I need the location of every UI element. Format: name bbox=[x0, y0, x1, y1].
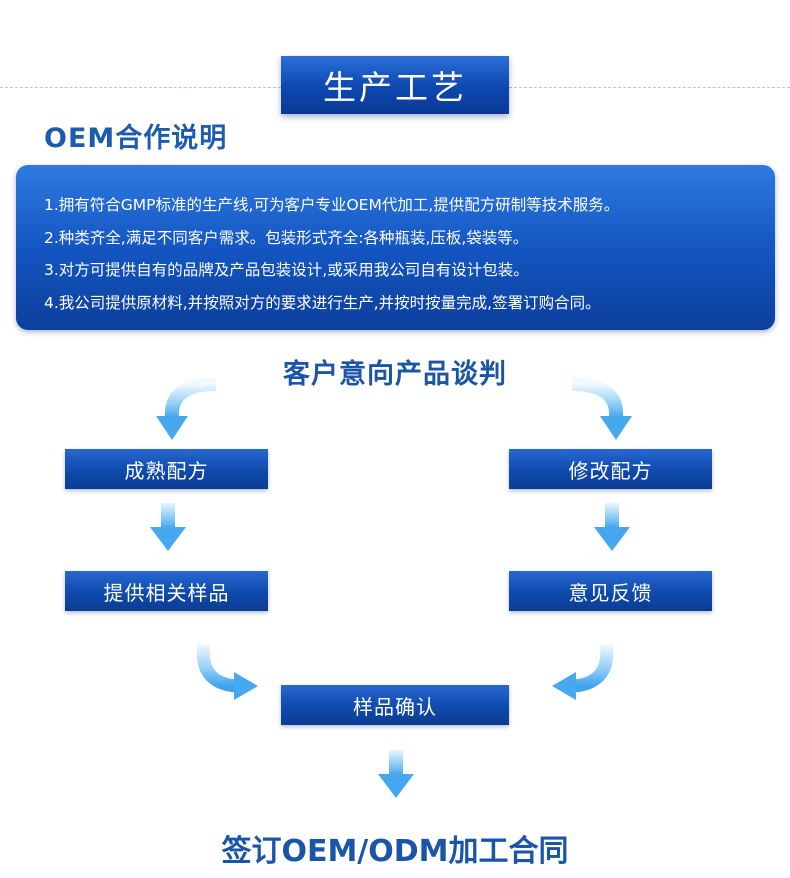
step-provide-samples: 提供相关样品 bbox=[65, 571, 268, 611]
header-rule-right bbox=[509, 87, 790, 88]
flow-start: 客户意向产品谈判 bbox=[283, 359, 507, 390]
curved-arrow-down-right-icon bbox=[571, 377, 632, 440]
arrow-down-icon bbox=[150, 503, 186, 551]
oem-heading: OEM合作说明 bbox=[44, 123, 228, 154]
flow-end: 签订OEM/ODM加工合同 bbox=[221, 834, 569, 869]
step-feedback: 意见反馈 bbox=[509, 571, 712, 611]
oem-info-panel: 1.拥有符合GMP标准的生产线,可为客户专业OEM代加工,提供配方研制等技术服务… bbox=[16, 165, 775, 330]
step-sample-confirm: 样品确认 bbox=[281, 685, 509, 725]
oem-line-4: 4.我公司提供原材料,并按照对方的要求进行生产,并按时按量完成,签署订购合同。 bbox=[44, 293, 601, 312]
step-modify-formula: 修改配方 bbox=[509, 449, 712, 489]
curved-arrow-left-icon bbox=[552, 643, 614, 700]
oem-line-3: 3.对方可提供自有的品牌及产品包装设计,或采用我公司自有设计包装。 bbox=[44, 261, 529, 279]
page-title: 生产工艺 bbox=[281, 56, 509, 114]
curved-arrow-right-icon bbox=[196, 643, 258, 700]
arrow-down-icon bbox=[378, 750, 414, 798]
step-mature-formula: 成熟配方 bbox=[65, 449, 268, 489]
header-rule-left bbox=[0, 87, 281, 88]
arrow-down-icon bbox=[594, 503, 630, 551]
oem-line-2: 2.种类齐全,满足不同客户需求。包装形式齐全:各种瓶装,压板,袋装等。 bbox=[44, 228, 529, 247]
oem-line-1: 1.拥有符合GMP标准的生产线,可为客户专业OEM代加工,提供配方研制等技术服务… bbox=[44, 196, 620, 214]
curved-arrow-down-left-icon bbox=[156, 377, 217, 440]
